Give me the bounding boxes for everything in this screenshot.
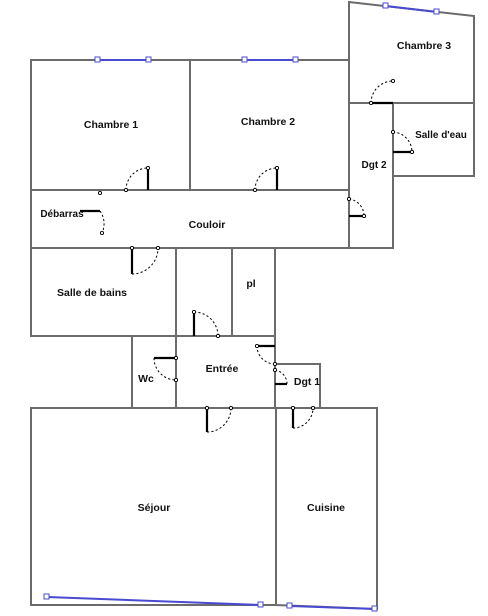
label-salle-deau: Salle d'eau bbox=[415, 130, 467, 141]
label-couloir: Couloir bbox=[189, 219, 226, 231]
wall-dgt1 bbox=[275, 363, 321, 408]
window-chambre-2 bbox=[241, 56, 299, 63]
door-debarras bbox=[80, 190, 105, 236]
label-salle-de-bains: Salle de bains bbox=[57, 287, 127, 299]
door-cuisine bbox=[290, 405, 316, 429]
label-chambre-1: Chambre 1 bbox=[84, 119, 138, 131]
window-sejour bbox=[43, 593, 264, 608]
door-chambre-2 bbox=[252, 165, 280, 193]
door-salle-deau bbox=[390, 129, 415, 155]
door-wc bbox=[153, 355, 179, 383]
door-salle-de-bains bbox=[129, 245, 161, 275]
wall-chambre-3 bbox=[348, 0, 475, 104]
door-sejour bbox=[204, 405, 234, 433]
walls bbox=[30, 0, 475, 611]
window-chambre-3 bbox=[382, 2, 440, 15]
label-placard: pl bbox=[246, 278, 255, 290]
label-cuisine: Cuisine bbox=[307, 502, 345, 514]
door-entree bbox=[191, 309, 221, 339]
door-chambre-1 bbox=[123, 165, 151, 193]
door-placard bbox=[254, 343, 278, 367]
wall-placard bbox=[231, 248, 276, 337]
wall-right-wing bbox=[392, 103, 475, 177]
door-dgt-2 bbox=[346, 196, 367, 219]
door-chambre-3 bbox=[368, 78, 396, 106]
label-dgt-2: Dgt 2 bbox=[362, 160, 387, 171]
room-labels: Chambre 3 Chambre 1 Chambre 2 Salle d'ea… bbox=[40, 40, 467, 514]
label-entree: Entrée bbox=[206, 363, 239, 375]
wall-salle-de-bains bbox=[30, 248, 177, 337]
windows bbox=[43, 2, 440, 612]
doors bbox=[80, 78, 415, 433]
wall-dgt2 bbox=[348, 103, 394, 249]
label-debarras: Débarras bbox=[40, 209, 84, 220]
label-chambre-2: Chambre 2 bbox=[241, 116, 295, 128]
label-sejour: Séjour bbox=[138, 502, 171, 514]
label-dgt-1: Dgt 1 bbox=[294, 376, 320, 388]
label-chambre-3: Chambre 3 bbox=[397, 40, 451, 52]
label-wc: Wc bbox=[138, 373, 154, 385]
window-chambre-1 bbox=[94, 56, 152, 63]
wall-wc bbox=[131, 336, 177, 409]
window-cuisine bbox=[286, 602, 378, 612]
door-dgt-1 bbox=[272, 367, 288, 386]
